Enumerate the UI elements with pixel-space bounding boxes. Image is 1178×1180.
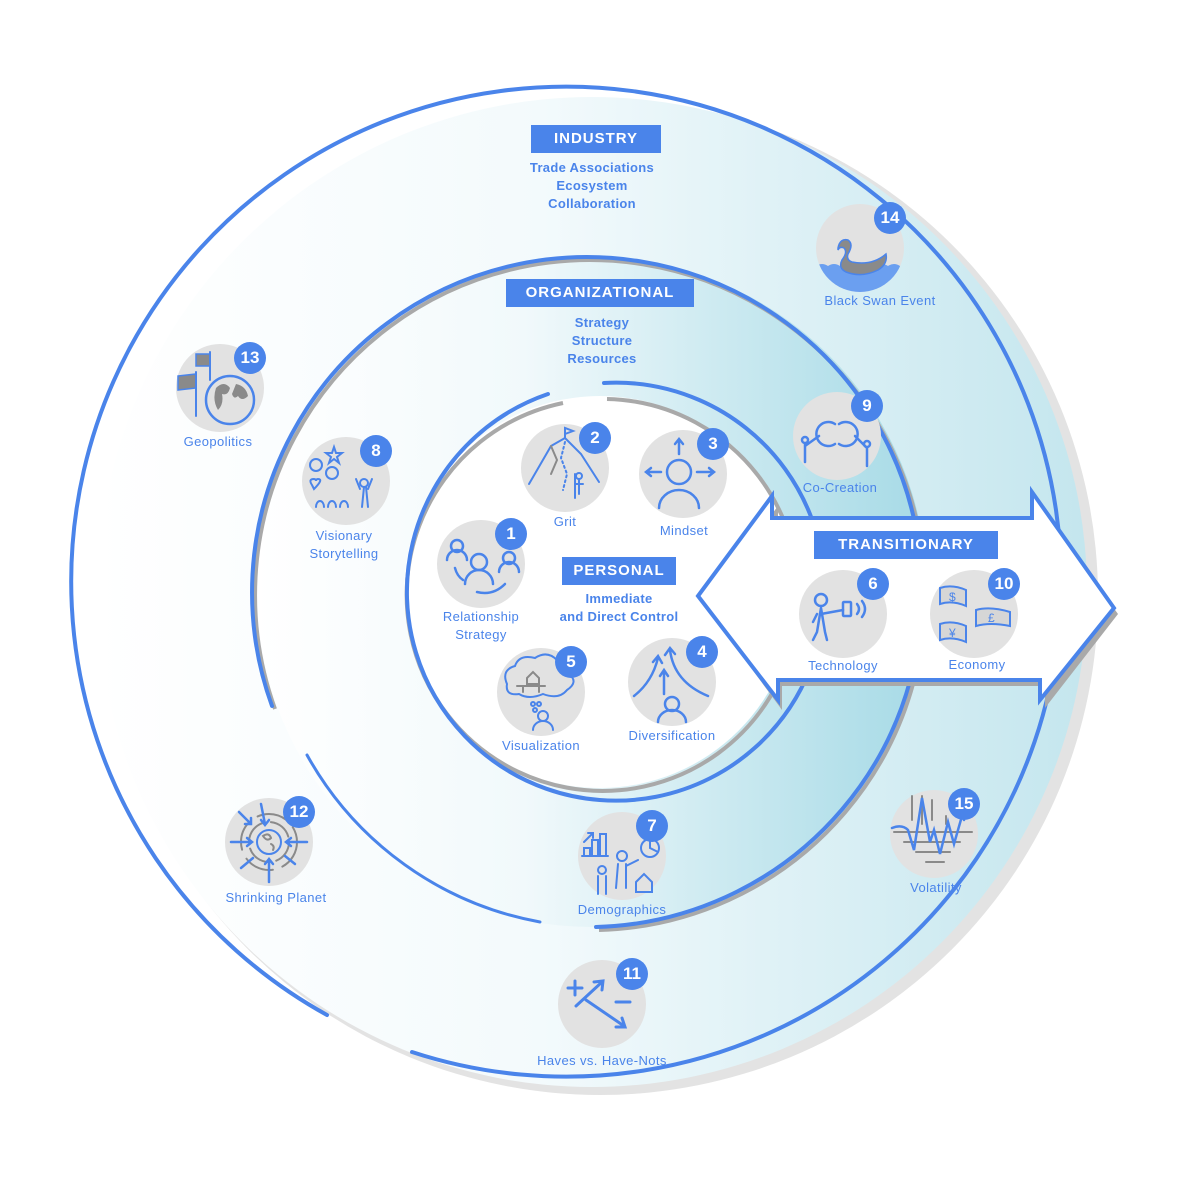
organizational-title: ORGANIZATIONAL [506, 279, 694, 307]
node-label: Geopolitics [183, 434, 253, 449]
organizational-description: Strategy Structure Resources [502, 314, 702, 368]
node-label-line: Visionary [315, 528, 373, 543]
industry-line: Collaboration [548, 196, 636, 211]
person-arrows-icon [643, 436, 717, 510]
inner-ring-arc [404, 397, 801, 793]
swan-icon [816, 238, 904, 292]
node-label: Volatility [910, 880, 962, 895]
industry-description: Trade Associations Ecosystem Collaborati… [492, 159, 692, 213]
node-label: Shrinking Planet [225, 890, 327, 905]
node-grit: 2 [521, 422, 611, 512]
node-number-badge: 6 [857, 568, 889, 600]
node-label-line: Storytelling [309, 546, 379, 561]
node-volatility: 15 [890, 788, 980, 878]
node-number-badge: 8 [360, 435, 392, 467]
personal-line: Immediate [585, 591, 653, 606]
node-label: Diversification [628, 728, 716, 743]
person-phone-icon [811, 592, 867, 642]
node-relationship-strategy: 1 [437, 518, 527, 608]
currency-bills-icon: $ £ ¥ [939, 585, 1011, 644]
node-label: Technology [808, 658, 878, 673]
industry-line: Ecosystem [556, 178, 628, 193]
organizational-line: Structure [571, 333, 633, 348]
node-label: Mindset [659, 523, 709, 538]
node-label: Economy [948, 657, 1006, 672]
storyteller-icon [309, 443, 373, 508]
node-number-badge: 2 [579, 422, 611, 454]
mountain-climber-icon [528, 426, 600, 499]
organizational-line: Strategy [574, 315, 630, 330]
organizational-line: Resources [567, 351, 637, 366]
node-economy: $ £ ¥ 10 [930, 568, 1020, 658]
converging-globe-icon [229, 802, 309, 884]
node-number-badge: 1 [495, 518, 527, 550]
node-number-badge: 15 [948, 788, 980, 820]
svg-text:£: £ [988, 611, 995, 625]
personal-description: Immediate and Direct Control [534, 590, 704, 626]
svg-text:$: $ [949, 590, 956, 604]
puzzle-people-icon [800, 420, 872, 468]
node-mindset: 3 [639, 428, 729, 518]
branching-arrows-icon [632, 645, 710, 724]
svg-text:¥: ¥ [948, 626, 956, 640]
node-number-badge: 13 [234, 342, 266, 374]
industry-title: INDUSTRY [531, 125, 661, 153]
node-black-swan-event: 14 [816, 202, 906, 292]
node-number-badge: 12 [283, 796, 315, 828]
inner-ring-arc [404, 380, 827, 803]
node-co-creation: 9 [793, 390, 883, 480]
node-number-badge: 10 [988, 568, 1020, 600]
mid-ring-arc-lower [305, 753, 542, 924]
plus-minus-arrows-icon [566, 979, 632, 1029]
transitionary-arrow [695, 485, 1117, 706]
node-label: Haves vs. Have-Nots [537, 1053, 667, 1068]
transitionary-title: TRANSITIONARY [814, 531, 998, 559]
node-number-badge: 5 [555, 646, 587, 678]
node-label: Relationship Strategy [401, 608, 561, 644]
people-network-icon [445, 538, 521, 595]
node-label: Black Swan Event [824, 293, 936, 308]
node-geopolitics: 13 [176, 342, 266, 432]
outer-ring-arc [69, 84, 1064, 1079]
node-label: Grit [553, 514, 577, 529]
flags-globe-icon [177, 351, 256, 426]
industry-line: Trade Associations [529, 160, 655, 175]
node-label: Visionary Storytelling [264, 527, 424, 563]
node-visualization: 5 [497, 646, 587, 736]
node-diversification: 4 [628, 636, 718, 726]
node-demographics: 7 [578, 810, 668, 900]
node-label: Demographics [577, 902, 667, 917]
node-visionary-storytelling: 8 [302, 435, 392, 525]
node-number-badge: 11 [616, 958, 648, 990]
node-number-badge: 14 [874, 202, 906, 234]
node-haves-vs-have-nots: 11 [558, 958, 648, 1048]
node-number-badge: 4 [686, 636, 718, 668]
personal-title: PERSONAL [562, 557, 676, 585]
mid-ring-arc [250, 255, 925, 929]
node-technology: 6 [799, 568, 889, 658]
node-shrinking-planet: 12 [225, 796, 315, 886]
node-label: Co-Creation [802, 480, 878, 495]
node-number-badge: 9 [851, 390, 883, 422]
node-number-badge: 7 [636, 810, 668, 842]
node-label-line: Strategy [455, 627, 507, 642]
personal-line: and Direct Control [559, 609, 679, 624]
node-number-badge: 3 [697, 428, 729, 460]
node-label: Visualization [502, 738, 580, 753]
node-label-line: Relationship [442, 609, 520, 624]
